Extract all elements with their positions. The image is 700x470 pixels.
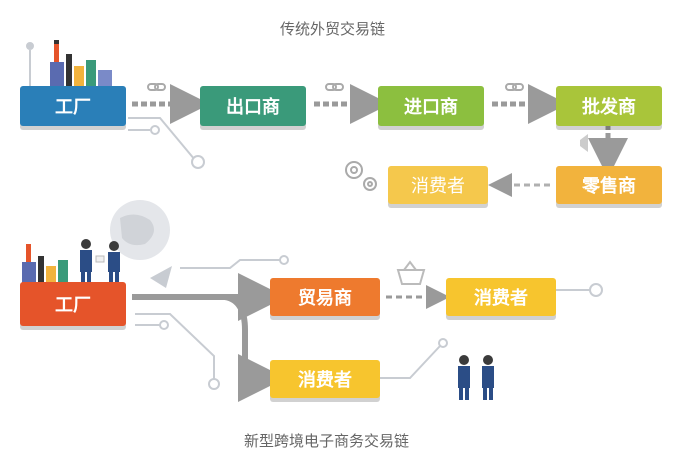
- retailer-node: 零售商: [556, 166, 662, 204]
- importer-node: 进口商: [378, 86, 484, 126]
- circuit-lines-top: [26, 42, 205, 169]
- top-flow-arrows: [132, 84, 628, 178]
- businesspeople-icon: [80, 239, 120, 284]
- top-chain-title: 传统外贸交易链: [280, 20, 386, 38]
- handshake-icon: [458, 355, 494, 400]
- bottom-flow-arrows: [132, 273, 286, 402]
- bottom-factory-node: 工厂: [20, 282, 126, 326]
- circuit-lines-bottom: [135, 255, 603, 390]
- bottom-consumer-node-b: 消费者: [270, 360, 380, 398]
- top-consumer-node: 消费者: [388, 166, 488, 204]
- globe-icon: [110, 200, 170, 260]
- trader-node: 贸易商: [270, 278, 380, 316]
- bottom-consumer-node-a: 消费者: [446, 278, 556, 316]
- basket-icon: [396, 260, 426, 285]
- speaker-icon: [580, 134, 588, 152]
- link-icon: [147, 83, 524, 91]
- gear-icon: [345, 161, 377, 191]
- bottom-chain-title: 新型跨境电子商务交易链: [244, 432, 410, 450]
- top-factory-node: 工厂: [20, 86, 126, 126]
- rocket-icon: [150, 266, 172, 288]
- factory-icon: [22, 244, 68, 286]
- wholesaler-node: 批发商: [556, 86, 662, 126]
- exporter-node: 出口商: [200, 86, 306, 126]
- factory-icon: [50, 40, 112, 88]
